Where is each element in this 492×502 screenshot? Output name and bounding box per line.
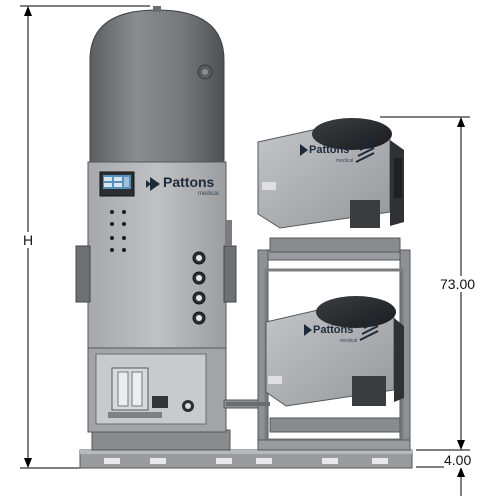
lower-compressor xyxy=(265,296,404,407)
lower-cabinet xyxy=(87,347,265,433)
upper-compressor-brand-sub: medical xyxy=(336,158,354,164)
indicator-lights xyxy=(110,210,126,252)
control-panel xyxy=(75,161,237,349)
receiver-tank xyxy=(89,6,225,166)
panel-brand: Pattons xyxy=(163,174,215,190)
upper-compressor-brand: Pattons xyxy=(309,144,350,156)
panel-brand-sub: medical xyxy=(198,191,219,197)
base-skid xyxy=(79,429,413,469)
height-label: H xyxy=(22,232,35,248)
pressure-gauge-icon xyxy=(192,251,206,325)
hmi-screen-icon xyxy=(99,171,135,197)
lower-compressor-brand: Pattons xyxy=(313,324,354,336)
upper-dimension-label: 73.00 xyxy=(440,276,476,292)
pattons-logo-icon xyxy=(146,177,160,191)
lower-compressor-brand-sub: medical xyxy=(340,338,358,344)
base-dimension-label: 4.00 xyxy=(444,452,472,468)
upper-compressor xyxy=(257,118,404,229)
